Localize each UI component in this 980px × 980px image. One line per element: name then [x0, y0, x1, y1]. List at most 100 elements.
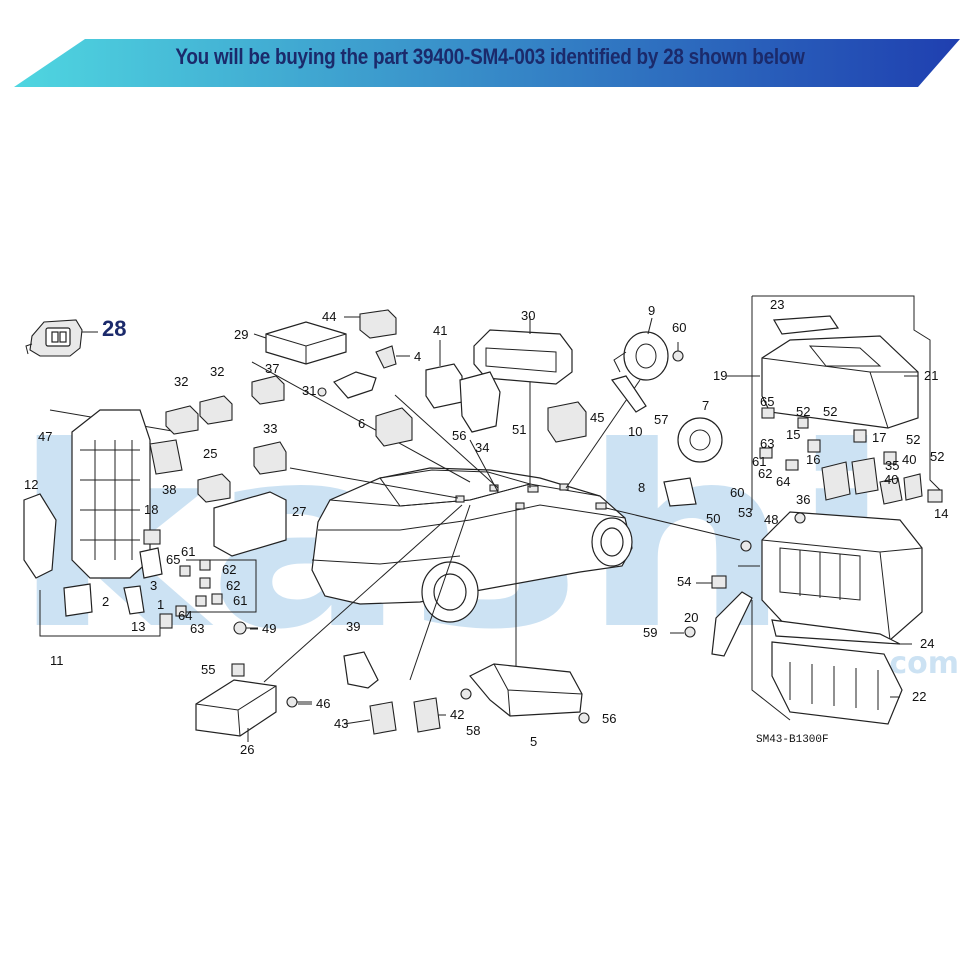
- label-36: 36: [796, 492, 810, 507]
- part-12-cover[interactable]: [23, 493, 57, 579]
- label-57: 57: [654, 412, 668, 427]
- part-5-unit[interactable]: [469, 663, 583, 717]
- car-body: [311, 467, 633, 623]
- label-43: 43: [334, 716, 348, 731]
- part-46-bolt[interactable]: [286, 696, 312, 708]
- label-47: 47: [38, 429, 52, 444]
- label-19: 19: [713, 368, 727, 383]
- label-49: 49: [262, 621, 276, 636]
- part-56-bolt-b[interactable]: [578, 712, 590, 724]
- label-44: 44: [322, 309, 336, 324]
- label-50: 50: [706, 511, 720, 526]
- part-54-clip[interactable]: [711, 575, 727, 589]
- label-64-b: 64: [178, 608, 192, 623]
- label-29: 29: [234, 327, 248, 342]
- part-44-relay[interactable]: [344, 309, 397, 339]
- part-22-lower-case[interactable]: [771, 641, 903, 725]
- label-2: 2: [102, 594, 109, 609]
- label-61-b: 61: [181, 544, 195, 559]
- part-13-clip[interactable]: [159, 613, 173, 629]
- label-4: 4: [414, 349, 421, 364]
- label-12: 12: [24, 477, 38, 492]
- label-10: 10: [628, 424, 642, 439]
- part-10-bracket[interactable]: [610, 375, 647, 413]
- part-31-connector[interactable]: [317, 371, 377, 399]
- label-60: 60: [672, 320, 686, 335]
- label-37: 37: [265, 361, 279, 376]
- part-3-plate[interactable]: [139, 547, 163, 579]
- label-53: 53: [738, 505, 752, 520]
- part-30-meter-housing[interactable]: [473, 316, 573, 385]
- banner-background: [14, 39, 960, 87]
- part-8-bracket[interactable]: [663, 477, 697, 507]
- part-32-relay-a[interactable]: [165, 405, 199, 435]
- label-25: 25: [203, 446, 217, 461]
- label-18: 18: [144, 502, 158, 517]
- label-61-c: 61: [233, 593, 247, 608]
- part-9-horn[interactable]: [613, 317, 669, 381]
- part-36-relay[interactable]: [821, 457, 879, 501]
- part-37-relay[interactable]: [251, 375, 285, 405]
- part-38-relay[interactable]: [149, 439, 183, 475]
- label-59: 59: [643, 625, 657, 640]
- label-17: 17: [872, 430, 886, 445]
- label-13: 13: [131, 619, 145, 634]
- label-3: 3: [150, 578, 157, 593]
- part-2-bracket[interactable]: [63, 583, 93, 617]
- part-58-bolt[interactable]: [460, 688, 472, 700]
- part-28-switch[interactable]: [25, 319, 83, 357]
- part-11-fuse-box[interactable]: [71, 409, 151, 579]
- label-64: 64: [776, 474, 790, 489]
- part-34-unit[interactable]: [459, 371, 501, 433]
- part-43-relay[interactable]: [369, 701, 397, 735]
- part-48-bolt[interactable]: [794, 512, 806, 524]
- small-relay-cluster-right[interactable]: [759, 407, 897, 471]
- label-38: 38: [162, 482, 176, 497]
- part-53-bolt[interactable]: [740, 540, 752, 552]
- label-8: 8: [638, 480, 645, 495]
- part-41-module[interactable]: [425, 340, 463, 409]
- part-55-clip[interactable]: [231, 663, 245, 677]
- part-60-bolt[interactable]: [672, 342, 684, 362]
- label-32-b: 32: [210, 364, 224, 379]
- part-23-label[interactable]: [773, 315, 840, 335]
- part-29-control-unit[interactable]: [253, 321, 347, 365]
- label-52-d: 52: [930, 449, 944, 464]
- part-4-bracket[interactable]: [375, 345, 410, 369]
- part-6-unit[interactable]: [375, 407, 413, 447]
- part-59-bolt[interactable]: [684, 626, 696, 638]
- label-52-b: 52: [823, 404, 837, 419]
- label-31: 31: [302, 383, 316, 398]
- part-main-relay-box[interactable]: [761, 511, 923, 641]
- part-25-relay[interactable]: [197, 473, 231, 503]
- part-14-clip[interactable]: [927, 489, 943, 503]
- part-26-unit[interactable]: [195, 679, 277, 737]
- part-1-bracket[interactable]: [123, 585, 145, 615]
- part-42-relay[interactable]: [413, 697, 441, 733]
- label-48: 48: [764, 512, 778, 527]
- label-11: 11: [50, 653, 64, 668]
- label-65-b: 65: [166, 552, 180, 567]
- small-relay-cluster-left[interactable]: [175, 559, 223, 617]
- part-39-bracket[interactable]: [343, 651, 379, 689]
- label-55: 55: [201, 662, 215, 677]
- part-number-labels: 44 29 30 9 60 41 4 37 32 32 31 47 6 56 3…: [24, 297, 948, 757]
- part-18-clip[interactable]: [143, 529, 161, 545]
- part-20-bracket[interactable]: [711, 591, 753, 657]
- label-35: 35: [885, 458, 899, 473]
- label-41: 41: [433, 323, 447, 338]
- part-49-bolt[interactable]: [233, 621, 258, 635]
- part-40-relay[interactable]: [879, 473, 923, 505]
- part-32-relay-b[interactable]: [199, 395, 233, 425]
- title-banner: [14, 39, 960, 87]
- part-7-horn[interactable]: [677, 417, 723, 463]
- label-34: 34: [475, 440, 489, 455]
- label-24: 24: [920, 636, 934, 651]
- label-30: 30: [521, 308, 535, 323]
- label-21: 21: [924, 368, 938, 383]
- label-6: 6: [358, 416, 365, 431]
- part-21-cover[interactable]: [761, 335, 919, 429]
- part-45-relay[interactable]: [547, 401, 587, 443]
- part-27-unit[interactable]: [213, 491, 287, 557]
- part-33-relay[interactable]: [253, 441, 287, 475]
